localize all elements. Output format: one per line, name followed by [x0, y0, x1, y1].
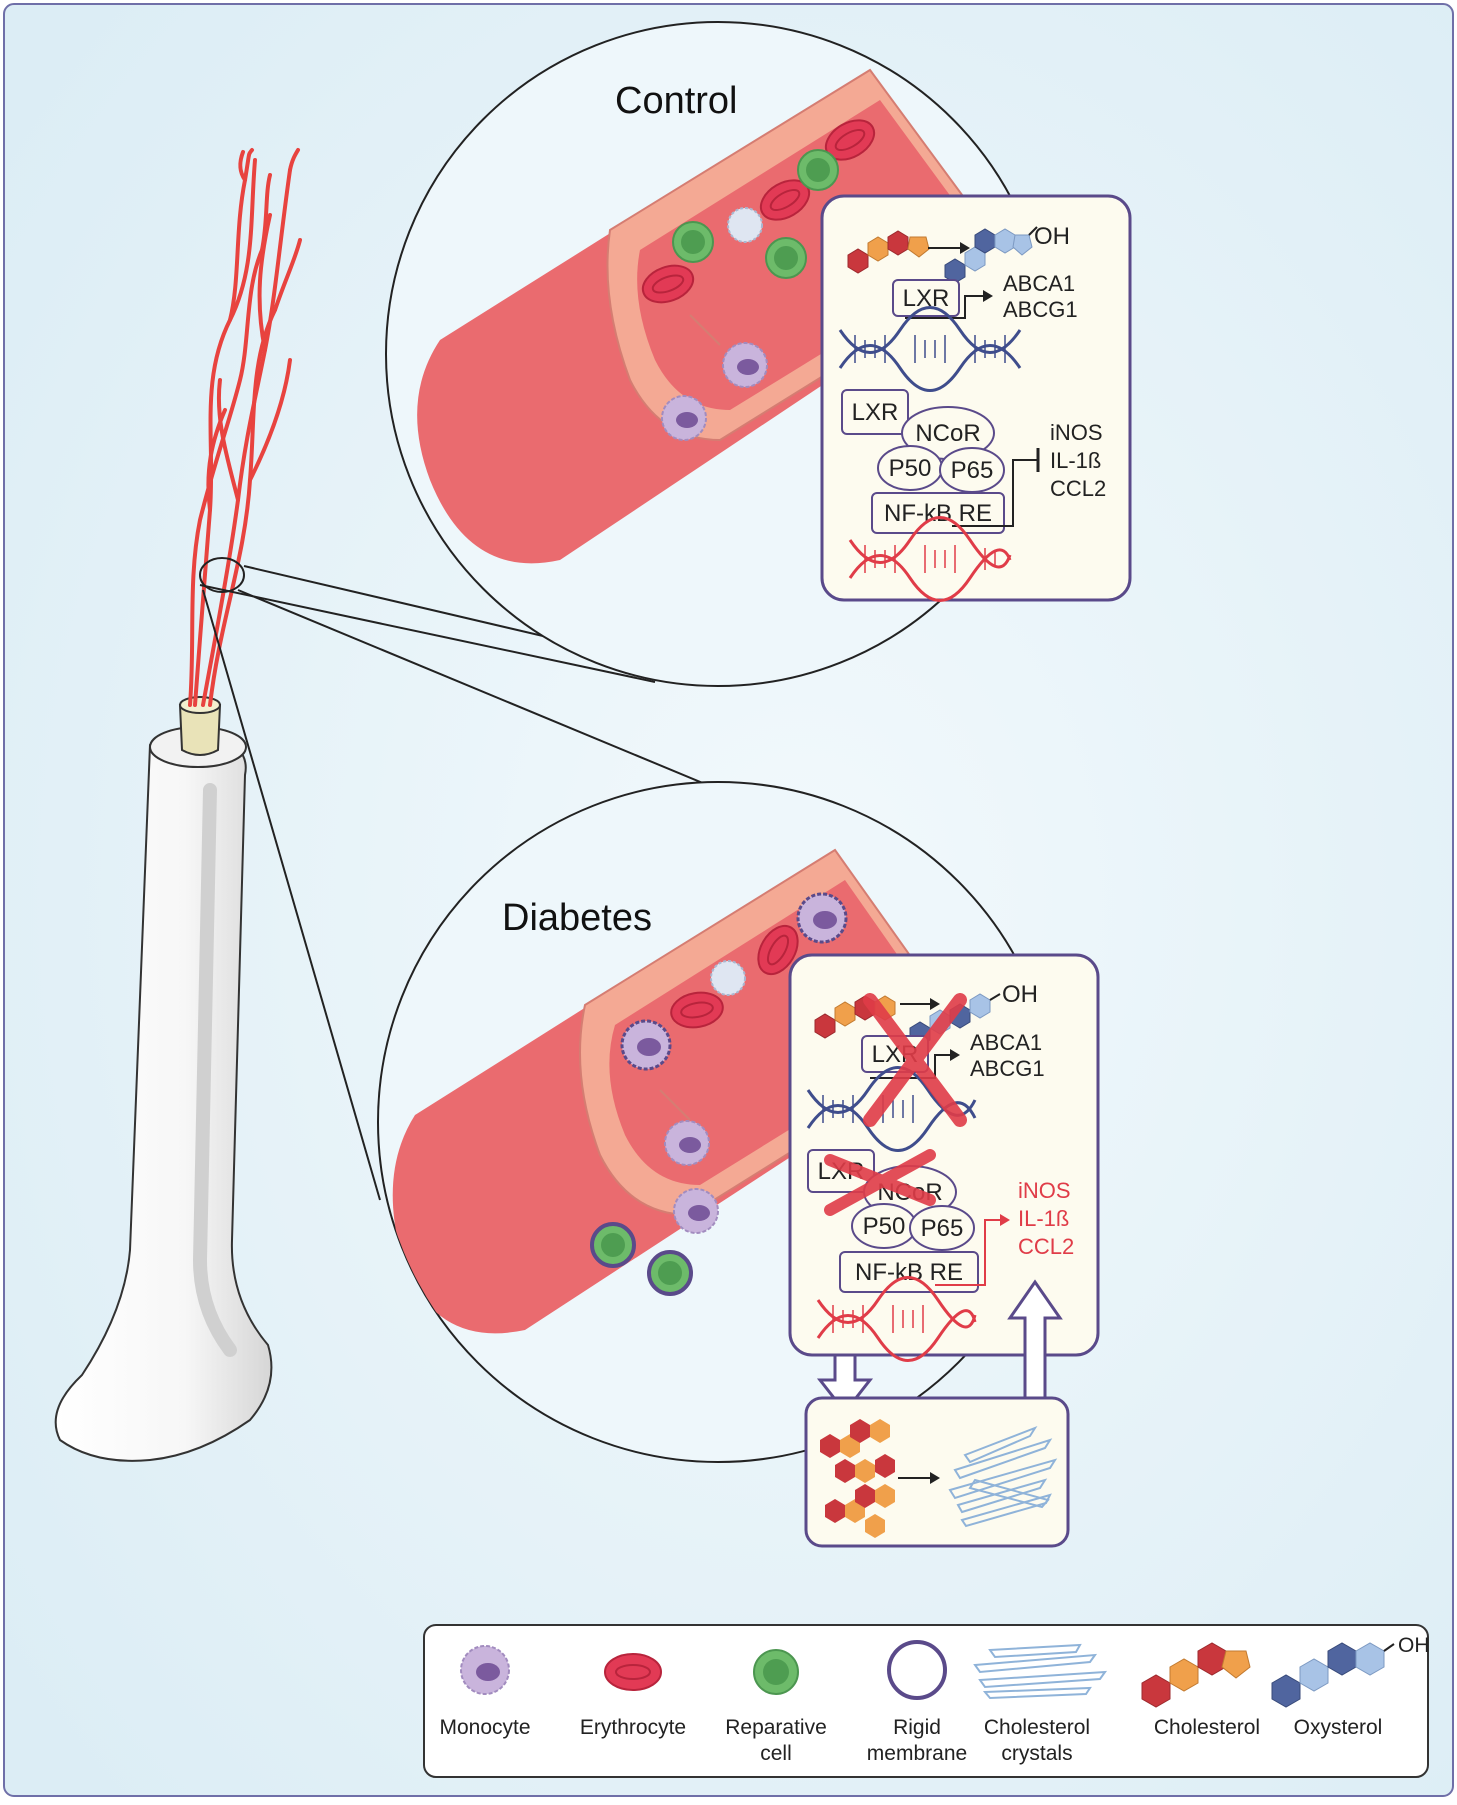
control-pathway-box: OH LXR ABCA1 ABCG1 LXR NCoR P50 P65 NF-k… — [820, 194, 1132, 602]
legend-label-monocyte: Monocyte — [439, 1716, 530, 1739]
reparative-cell — [797, 149, 839, 191]
flow-arrows — [816, 1279, 1063, 1415]
legend-label-rigid-line1: Rigid — [893, 1716, 941, 1739]
p50-label: P50 — [863, 1213, 906, 1240]
gene-il1b: IL-1ß — [1018, 1206, 1069, 1231]
gene-il1b: IL-1ß — [1050, 448, 1101, 473]
hydroxyl-label: OH — [1002, 981, 1038, 1008]
dna-helix-red — [816, 1276, 977, 1362]
platelet-cluster — [710, 960, 746, 996]
oxysterol-molecule — [944, 226, 1038, 284]
nfkb-re-label: NF-kB RE — [884, 500, 992, 527]
cholesterol-icon — [1141, 1642, 1251, 1708]
blocked-cross-icon — [824, 1149, 936, 1216]
diabetes-pathway-box: OH LXR ABCA1 ABCG1 LXR NCoR P50 P65 — [788, 953, 1100, 1362]
diabetes-title: Diabetes — [502, 897, 652, 939]
gene-abcg1: ABCG1 — [1003, 297, 1078, 322]
cholesterol-crystallization-box — [804, 1396, 1070, 1548]
cholesterol-crystals-icon — [973, 1643, 1108, 1700]
diabetes-cells — [590, 892, 848, 1296]
legend-label-cholesterol: Cholesterol — [1154, 1716, 1260, 1739]
legend-label-reparative-line1: Reparative — [725, 1716, 827, 1739]
legend-label-reparative-line2: cell — [760, 1742, 792, 1765]
reparative-cell — [672, 221, 714, 263]
erythrocyte — [670, 991, 724, 1029]
legend-label-rigid-line2: membrane — [867, 1742, 967, 1765]
reparative-cell-rigid — [590, 1222, 636, 1268]
legend: OH Monocyte Erythrocyte Reparative cell … — [423, 1624, 1430, 1778]
monocyte — [673, 1188, 719, 1234]
gene-abca1: ABCA1 — [970, 1030, 1042, 1055]
dna-helix-red — [848, 516, 1012, 602]
reparative-cell-rigid — [647, 1250, 693, 1296]
control-cells — [641, 119, 876, 441]
legend-label-crystals-line1: Cholesterol — [984, 1716, 1090, 1739]
monocyte — [722, 342, 768, 388]
magnifier-ring — [199, 557, 245, 593]
blood-vessel-tree — [188, 148, 302, 707]
ncor-label: NCoR — [915, 420, 980, 447]
erythrocyte-icon — [604, 1653, 662, 1691]
monocyte — [661, 395, 707, 441]
cholesterol-cluster — [820, 1419, 895, 1538]
erythrocyte — [641, 264, 695, 304]
gene-ccl2: CCL2 — [1050, 476, 1106, 501]
p50-label: P50 — [889, 455, 932, 482]
control-vessel — [417, 68, 1012, 564]
gene-ccl2: CCL2 — [1018, 1234, 1074, 1259]
lxr-repressor-label: LXR — [852, 399, 899, 426]
reparative-cell — [765, 237, 807, 279]
control-title: Control — [615, 80, 738, 122]
platelet-cluster — [727, 207, 763, 243]
rigid-membrane-icon — [887, 1640, 947, 1700]
reparative-cell-icon — [753, 1649, 799, 1695]
legend-label-crystals-line2: crystals — [1001, 1742, 1072, 1765]
nfkb-re-label: NF-kB RE — [855, 1259, 963, 1286]
gene-abca1: ABCA1 — [1003, 271, 1075, 296]
legend-label-oxysterol: Oxysterol — [1294, 1716, 1383, 1739]
gene-inos: iNOS — [1018, 1178, 1071, 1203]
hydroxyl-label: OH — [1034, 223, 1070, 250]
cholesterol-molecule — [847, 230, 930, 274]
p65-label: P65 — [951, 457, 994, 484]
blocked-cross-icon — [863, 993, 967, 1127]
gene-inos: iNOS — [1050, 420, 1103, 445]
legend-hydroxyl-label: OH — [1398, 1634, 1430, 1657]
monocyte — [664, 1120, 710, 1166]
erythrocyte — [757, 924, 799, 976]
gene-abcg1: ABCG1 — [970, 1056, 1045, 1081]
dna-helix — [838, 306, 1022, 392]
oxysterol-icon — [1271, 1642, 1395, 1708]
monocyte-icon — [460, 1645, 510, 1695]
p65-label: P65 — [921, 1215, 964, 1242]
monocyte — [620, 1019, 672, 1071]
legend-label-erythrocyte: Erythrocyte — [580, 1716, 686, 1739]
monocyte — [796, 892, 848, 944]
cholesterol-crystals — [948, 1425, 1058, 1528]
